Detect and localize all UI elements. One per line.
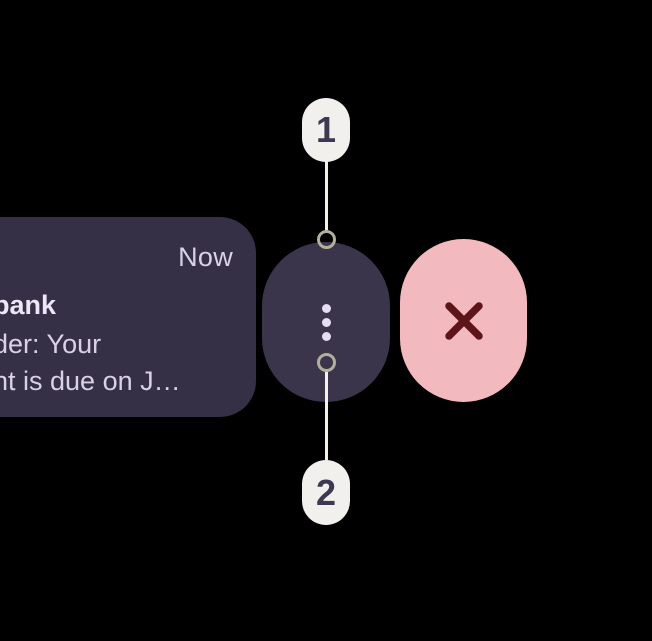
notification-timestamp: Now — [178, 242, 233, 272]
callout-1-badge: 1 — [302, 98, 350, 162]
callout-2-badge: 2 — [302, 460, 350, 525]
callout-2-connector-line — [325, 370, 328, 460]
callout-1-connector-line — [325, 161, 328, 230]
callout-2-anchor-ring — [317, 353, 336, 372]
notification-dismiss-button[interactable] — [400, 239, 527, 402]
callout-1-anchor-ring — [317, 230, 336, 249]
callout-1-label: 1 — [315, 109, 337, 150]
more-options-icon — [321, 303, 331, 341]
dismiss-x-icon — [444, 301, 483, 340]
notification-card[interactable]: Now bank der: Your nt is due on J… — [0, 217, 256, 417]
notification-title: bank — [0, 290, 57, 320]
callout-2-label: 2 — [315, 471, 337, 513]
notification-body-line2: nt is due on J… — [0, 366, 181, 396]
notification-body-line1: der: Your — [0, 329, 102, 359]
